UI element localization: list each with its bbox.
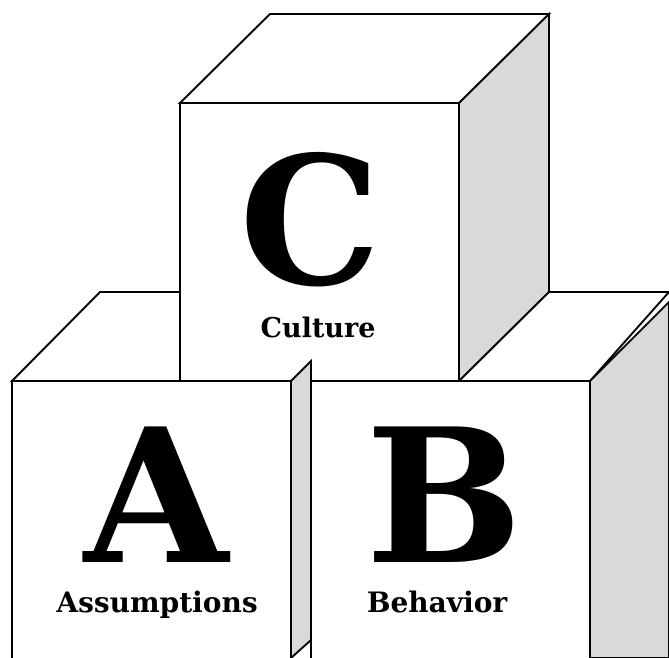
block-assumptions-side-face (291, 361, 311, 658)
block-culture-letter: C (239, 117, 381, 326)
block-assumptions-label: Assumptions (55, 586, 257, 619)
block-behavior-letter: B (365, 387, 522, 606)
block-culture: C Culture (180, 14, 549, 381)
block-culture-label: Culture (261, 313, 376, 344)
block-behavior-label: Behavior (367, 586, 509, 619)
block-assumptions-top-face (12, 292, 180, 381)
block-assumptions-letter: A (82, 387, 231, 606)
